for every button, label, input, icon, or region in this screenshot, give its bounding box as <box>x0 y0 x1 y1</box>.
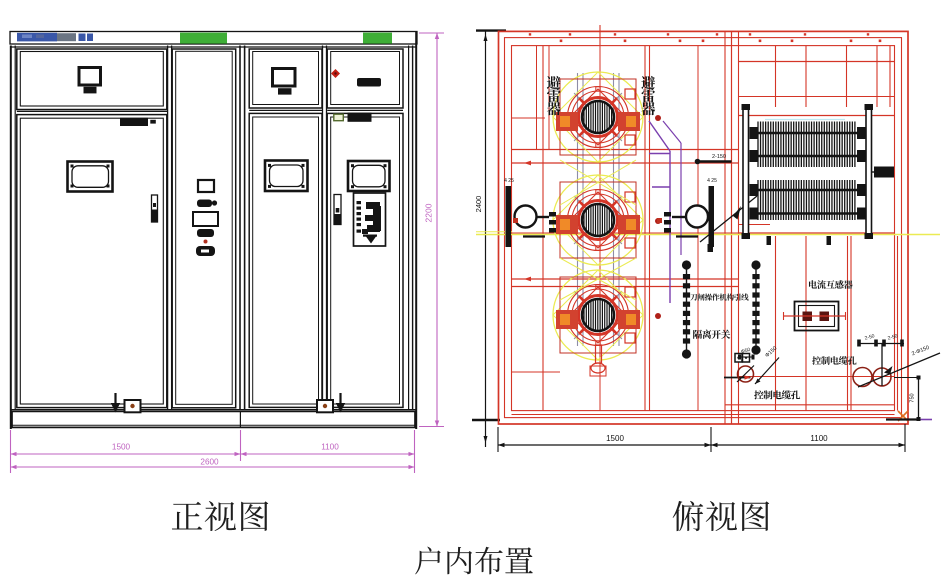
svg-text:2-50: 2-50 <box>864 333 875 341</box>
svg-text:1500: 1500 <box>606 434 624 443</box>
svg-text:2200: 2200 <box>424 203 434 222</box>
svg-text:2-Φ150: 2-Φ150 <box>911 345 930 357</box>
svg-text:2-150: 2-150 <box>712 154 726 160</box>
svg-text:4 25: 4 25 <box>707 178 717 184</box>
svg-text:2400: 2400 <box>474 196 483 213</box>
svg-text:2-50: 2-50 <box>887 333 898 341</box>
svg-text:1100: 1100 <box>321 443 339 452</box>
svg-text:2600: 2600 <box>200 458 219 467</box>
svg-text:750: 750 <box>910 393 916 402</box>
svg-text:Φ50: Φ50 <box>740 347 751 355</box>
svg-text:Φ150: Φ150 <box>764 345 778 359</box>
svg-text:1500: 1500 <box>112 443 131 452</box>
svg-text:1100: 1100 <box>810 434 828 443</box>
svg-text:4 25: 4 25 <box>504 178 514 184</box>
